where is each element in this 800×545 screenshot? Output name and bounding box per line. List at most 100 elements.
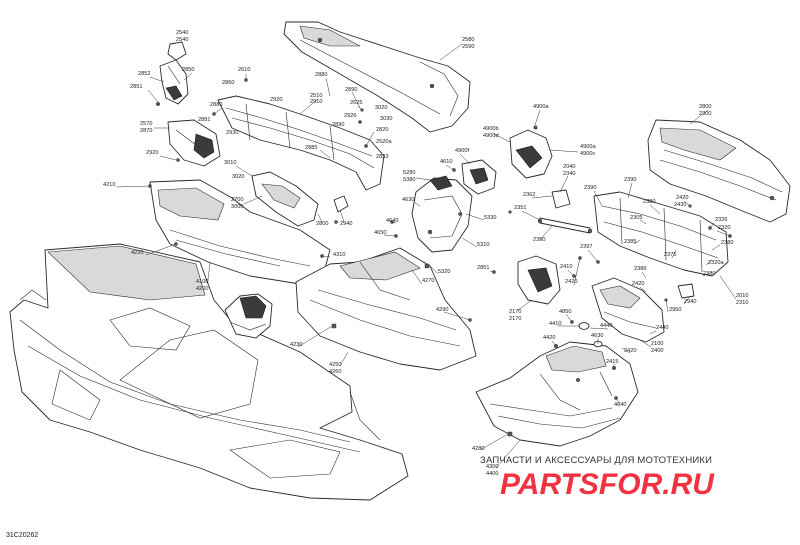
callout-label: 4900a	[580, 144, 596, 150]
center-bracket-4630	[411, 175, 473, 253]
callout-label: 2415	[606, 359, 618, 365]
cover-4900	[509, 129, 553, 179]
callout-label: 2851	[130, 84, 142, 90]
callout-label: 4230	[290, 342, 302, 348]
callout-label: 2390	[624, 177, 636, 183]
callout-label: 2385	[624, 239, 636, 245]
callout-label: 4640	[614, 402, 626, 408]
callout-label: 2940	[340, 221, 352, 227]
callout-label: 2700	[231, 197, 243, 203]
callout-label: 2930	[226, 130, 238, 136]
callout-label: 4900d	[483, 133, 499, 139]
callout-label: 2310	[736, 300, 748, 306]
small-clip-2540	[167, 41, 187, 61]
callout-label: 4260	[329, 369, 341, 375]
callout-label: 2300	[699, 111, 711, 117]
callout-label: 2100	[651, 341, 663, 347]
callout-label: 2540	[176, 37, 188, 43]
rocker-panel-4220	[149, 179, 331, 285]
callout-label: 3030	[380, 116, 392, 122]
callout-label: 2860	[222, 80, 234, 86]
callout-label: 4300	[486, 464, 498, 470]
callout-label: 4630	[591, 333, 603, 339]
callout-label: 2940	[684, 299, 696, 305]
diagram-code: 31C20262	[6, 532, 38, 539]
callout-label: 2420	[565, 279, 577, 285]
watermark-tagline: ЗАПЧАСТИ И АКСЕССУАРЫ ДЛЯ МОТОТЕХНИКИ	[480, 455, 712, 466]
skid-plate-4300	[475, 341, 639, 447]
callout-label: 4630	[402, 197, 414, 203]
callout-label: 2852	[138, 71, 150, 77]
callout-label: 4410	[549, 321, 561, 327]
callout-label: 2320a	[708, 260, 724, 266]
side-bracket-2100	[591, 277, 665, 343]
bracket-2362	[551, 189, 571, 209]
callout-label: 2590	[462, 44, 474, 50]
callout-label: 5380	[403, 177, 415, 183]
callout-label: 4610	[440, 159, 452, 165]
watermark-brand: PARTSFOR.RU	[500, 468, 715, 501]
callout-labels: 2540254028522850285126102860288029202510…	[103, 30, 748, 477]
callout-label: 2920	[270, 97, 282, 103]
callout-label: 4220	[131, 250, 143, 256]
callout-label: 2850	[182, 67, 194, 73]
callout-label: 2820	[376, 127, 388, 133]
callout-label: 2510	[310, 93, 322, 99]
right-frame-2390	[593, 191, 729, 277]
callout-label: 5280	[403, 170, 415, 176]
callout-label: 2625	[350, 100, 362, 106]
callout-label: 2885	[305, 145, 317, 151]
callout-label: 2800	[316, 221, 328, 227]
seat-mount-bracket	[224, 293, 273, 339]
callout-label: 2400	[651, 348, 663, 354]
callout-label: 2440	[656, 325, 668, 331]
callout-label: 2320	[718, 225, 730, 231]
callout-label: 4650	[374, 230, 386, 236]
callout-label: 2305	[630, 215, 642, 221]
callout-label: 2340	[563, 171, 575, 177]
panel-2700	[251, 171, 319, 227]
top-side-panel-2580	[283, 21, 471, 133]
bracket-2570	[167, 119, 221, 167]
callout-label: 2420	[624, 348, 636, 354]
callout-label: 2170	[509, 309, 521, 315]
callout-label: 3020	[232, 174, 244, 180]
callout-label: 3020	[375, 105, 387, 111]
callout-label: 4850	[559, 309, 571, 315]
callout-label: 5310	[477, 242, 489, 248]
callout-label: 4250	[329, 362, 341, 368]
callout-label: 2330	[703, 271, 715, 277]
callout-label: 2851	[477, 265, 489, 271]
rod-2350	[537, 217, 593, 234]
callout-label: 2380	[721, 240, 733, 246]
callout-label: 2380	[643, 199, 655, 205]
callout-label: 2926	[344, 113, 356, 119]
callout-label: 2833	[376, 154, 388, 160]
callout-label: 5320	[438, 269, 450, 275]
bracket-2850	[159, 59, 189, 105]
callout-label: 2570	[140, 121, 152, 127]
callout-label: 2326	[715, 217, 727, 223]
callout-label: 2397	[580, 244, 592, 250]
callout-label: 2890	[332, 122, 344, 128]
leader-lines	[115, 43, 737, 469]
callout-label: 4280	[472, 446, 484, 452]
cover-4900b	[461, 159, 497, 195]
right-side-panel-2800	[647, 119, 791, 223]
callout-label: 2580	[462, 37, 474, 43]
callout-label: 4210	[103, 182, 115, 188]
callout-label: 2880	[315, 72, 327, 78]
callout-label: 4900c	[580, 151, 595, 157]
callout-label: 2881	[198, 117, 210, 123]
callout-label: 2390	[584, 185, 596, 191]
callout-label: 2880	[210, 102, 222, 108]
callout-label: 4420	[543, 335, 555, 341]
callout-label: 2520a	[376, 139, 392, 145]
callout-label: 4640	[386, 218, 398, 224]
callout-label: 2386	[634, 266, 646, 272]
callout-label: 3000	[231, 204, 243, 210]
callout-label: 4270	[422, 278, 434, 284]
callout-label: 2420	[632, 281, 644, 287]
callout-label: 2351	[514, 205, 526, 211]
